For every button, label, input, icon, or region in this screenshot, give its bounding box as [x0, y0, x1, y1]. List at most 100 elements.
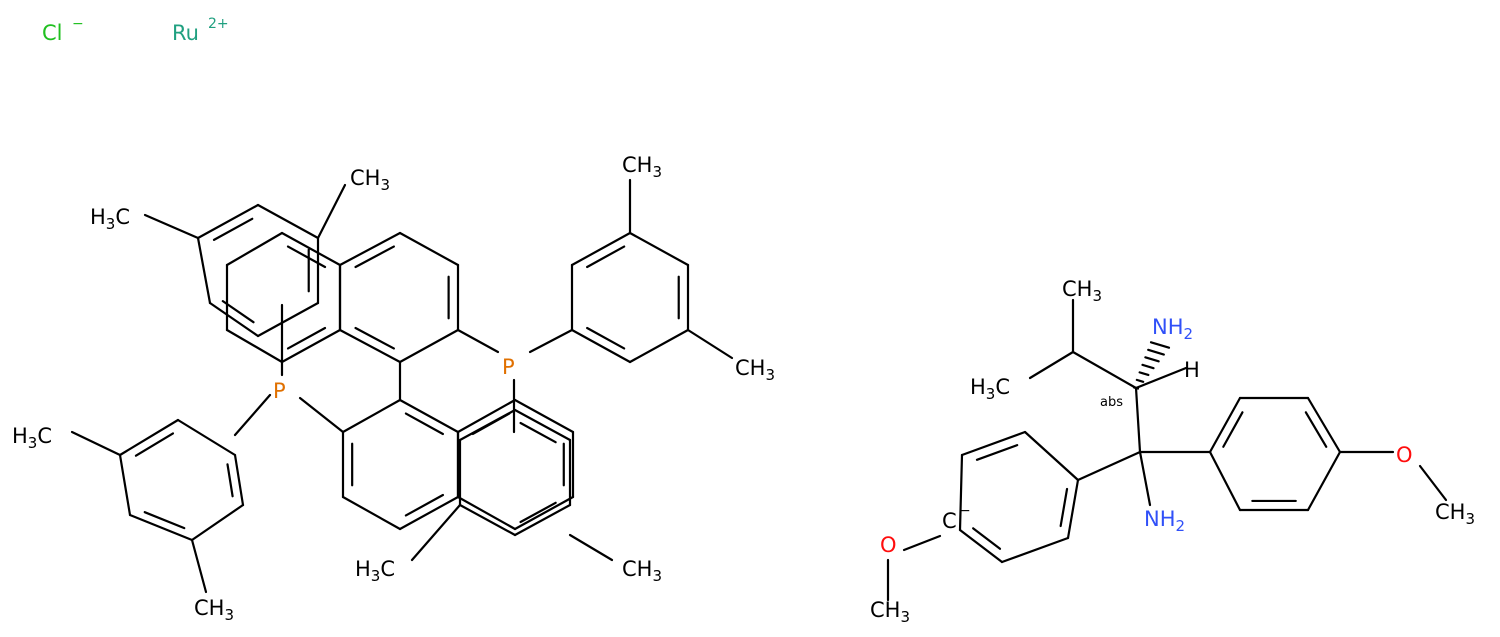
ring-bond [628, 231, 690, 267]
stereo-abs-label: abs [1100, 395, 1123, 410]
double-bond-inner [404, 493, 445, 517]
methyl-label: CH3 [1062, 277, 1102, 305]
ring-bond [280, 231, 342, 267]
methyl-label: H3C [12, 424, 52, 452]
ring-bond [513, 408, 572, 442]
double-bond-inner [143, 511, 186, 530]
ring-bond [225, 231, 284, 267]
phosphorus-label-right: P [502, 355, 515, 379]
ring-bond [280, 328, 342, 364]
amine-label-bottom: NH2 [1144, 507, 1185, 535]
ring-bond [1208, 396, 1242, 454]
carbanion-label: C [942, 509, 957, 533]
methyl-bond [686, 328, 734, 360]
double-bond-inner [354, 245, 395, 269]
ring-bond [128, 513, 194, 542]
double-bond-inner [519, 421, 557, 444]
hashed-wedge [1141, 363, 1155, 370]
double-bond-inner [1222, 411, 1244, 448]
double-bond-inner [134, 432, 175, 457]
methyl-label: CH3 [1435, 500, 1475, 528]
methyl-bond [70, 430, 122, 457]
c-p-bond [298, 396, 345, 434]
ring-bond [256, 203, 320, 240]
ring-bond [338, 328, 402, 364]
chloride-label: Cl [42, 21, 63, 45]
ring-bond [118, 453, 132, 517]
ring-bond [225, 328, 284, 364]
methyl-label: CH3 [622, 153, 662, 181]
amine-label-top: NH2 [1152, 315, 1193, 343]
double-bond-inner [226, 463, 234, 498]
ring-bond [958, 528, 1004, 564]
ring-bond [190, 503, 245, 542]
double-bond-inner [1059, 487, 1069, 528]
double-bond-inner [286, 326, 327, 350]
ring-bond [456, 495, 517, 531]
ring-bond [256, 301, 320, 338]
methyl-bond [568, 533, 614, 562]
chloride-charge: − [72, 16, 84, 32]
ring-bond [570, 328, 632, 364]
ring-bond [341, 398, 402, 434]
ring-bond [458, 503, 517, 537]
methyl-label: H3C [90, 205, 130, 233]
ring-bond [513, 495, 575, 531]
alkyl-bond [1071, 350, 1138, 390]
methyl-bond [190, 538, 208, 594]
wavy-bond [1138, 450, 1152, 507]
ring-bond [1023, 430, 1080, 482]
ring-bond [118, 418, 180, 457]
c-o-bond [902, 534, 942, 552]
hashed-wedge [1149, 341, 1171, 349]
ring-bond [196, 203, 260, 240]
ring-bond [176, 418, 237, 457]
double-bond-inner [519, 501, 557, 524]
methyl-label: CH3 [350, 166, 390, 194]
ring-bond [398, 328, 460, 364]
ring-bond [958, 453, 964, 532]
ring-bond [208, 301, 260, 338]
ruthenium-charge: 2+ [208, 16, 229, 32]
c-c-bond [1134, 386, 1142, 454]
double-bond-inner [286, 245, 327, 269]
double-bond-inner [221, 300, 255, 324]
p-aryl-bond [233, 393, 272, 437]
oxygen-label-right: O [1396, 443, 1413, 467]
methyl-label: CH3 [194, 596, 234, 624]
double-bond-inner [586, 245, 626, 269]
hashed-wedge [1144, 356, 1160, 363]
methyl-label: CH3 [735, 356, 775, 384]
double-bond-inner [1304, 411, 1328, 448]
o-ch3-bond [1418, 464, 1448, 502]
double-bond-inner [354, 326, 395, 350]
ring-bond [1000, 536, 1070, 564]
ring-bond [1306, 450, 1342, 512]
double-bond-inner [586, 326, 626, 350]
ring-bond [960, 430, 1027, 457]
alkyl-bond [1028, 350, 1075, 380]
methyl-label: H3C [355, 557, 395, 585]
atom-labels: Cl − Ru 2+ P P CH3 H3C CH3 CH3 H3C CH3 H… [12, 16, 1475, 626]
ring-bond [398, 398, 460, 434]
hashed-wedge [1135, 378, 1145, 383]
ring-bond [196, 236, 212, 305]
c-p-bond [456, 328, 500, 354]
methyl-label: CH3 [870, 598, 910, 626]
ruthenium-label: Ru [172, 21, 199, 45]
ring-bond [513, 398, 575, 434]
ring-bond [398, 231, 460, 267]
double-bond-inner [972, 527, 1002, 550]
ring-bond [1306, 396, 1342, 454]
methyl-bond [316, 183, 347, 240]
double-bond-inner [212, 217, 254, 241]
ring-bond [338, 231, 402, 267]
methyl-label: H3C [970, 375, 1010, 403]
methyl-bond [143, 213, 200, 240]
hashed-wedge [1132, 386, 1140, 390]
double-bond-inner [975, 444, 1019, 461]
ring-bond [458, 408, 517, 442]
hydrogen-label: H [1184, 358, 1200, 382]
methyl-bond [410, 503, 462, 562]
